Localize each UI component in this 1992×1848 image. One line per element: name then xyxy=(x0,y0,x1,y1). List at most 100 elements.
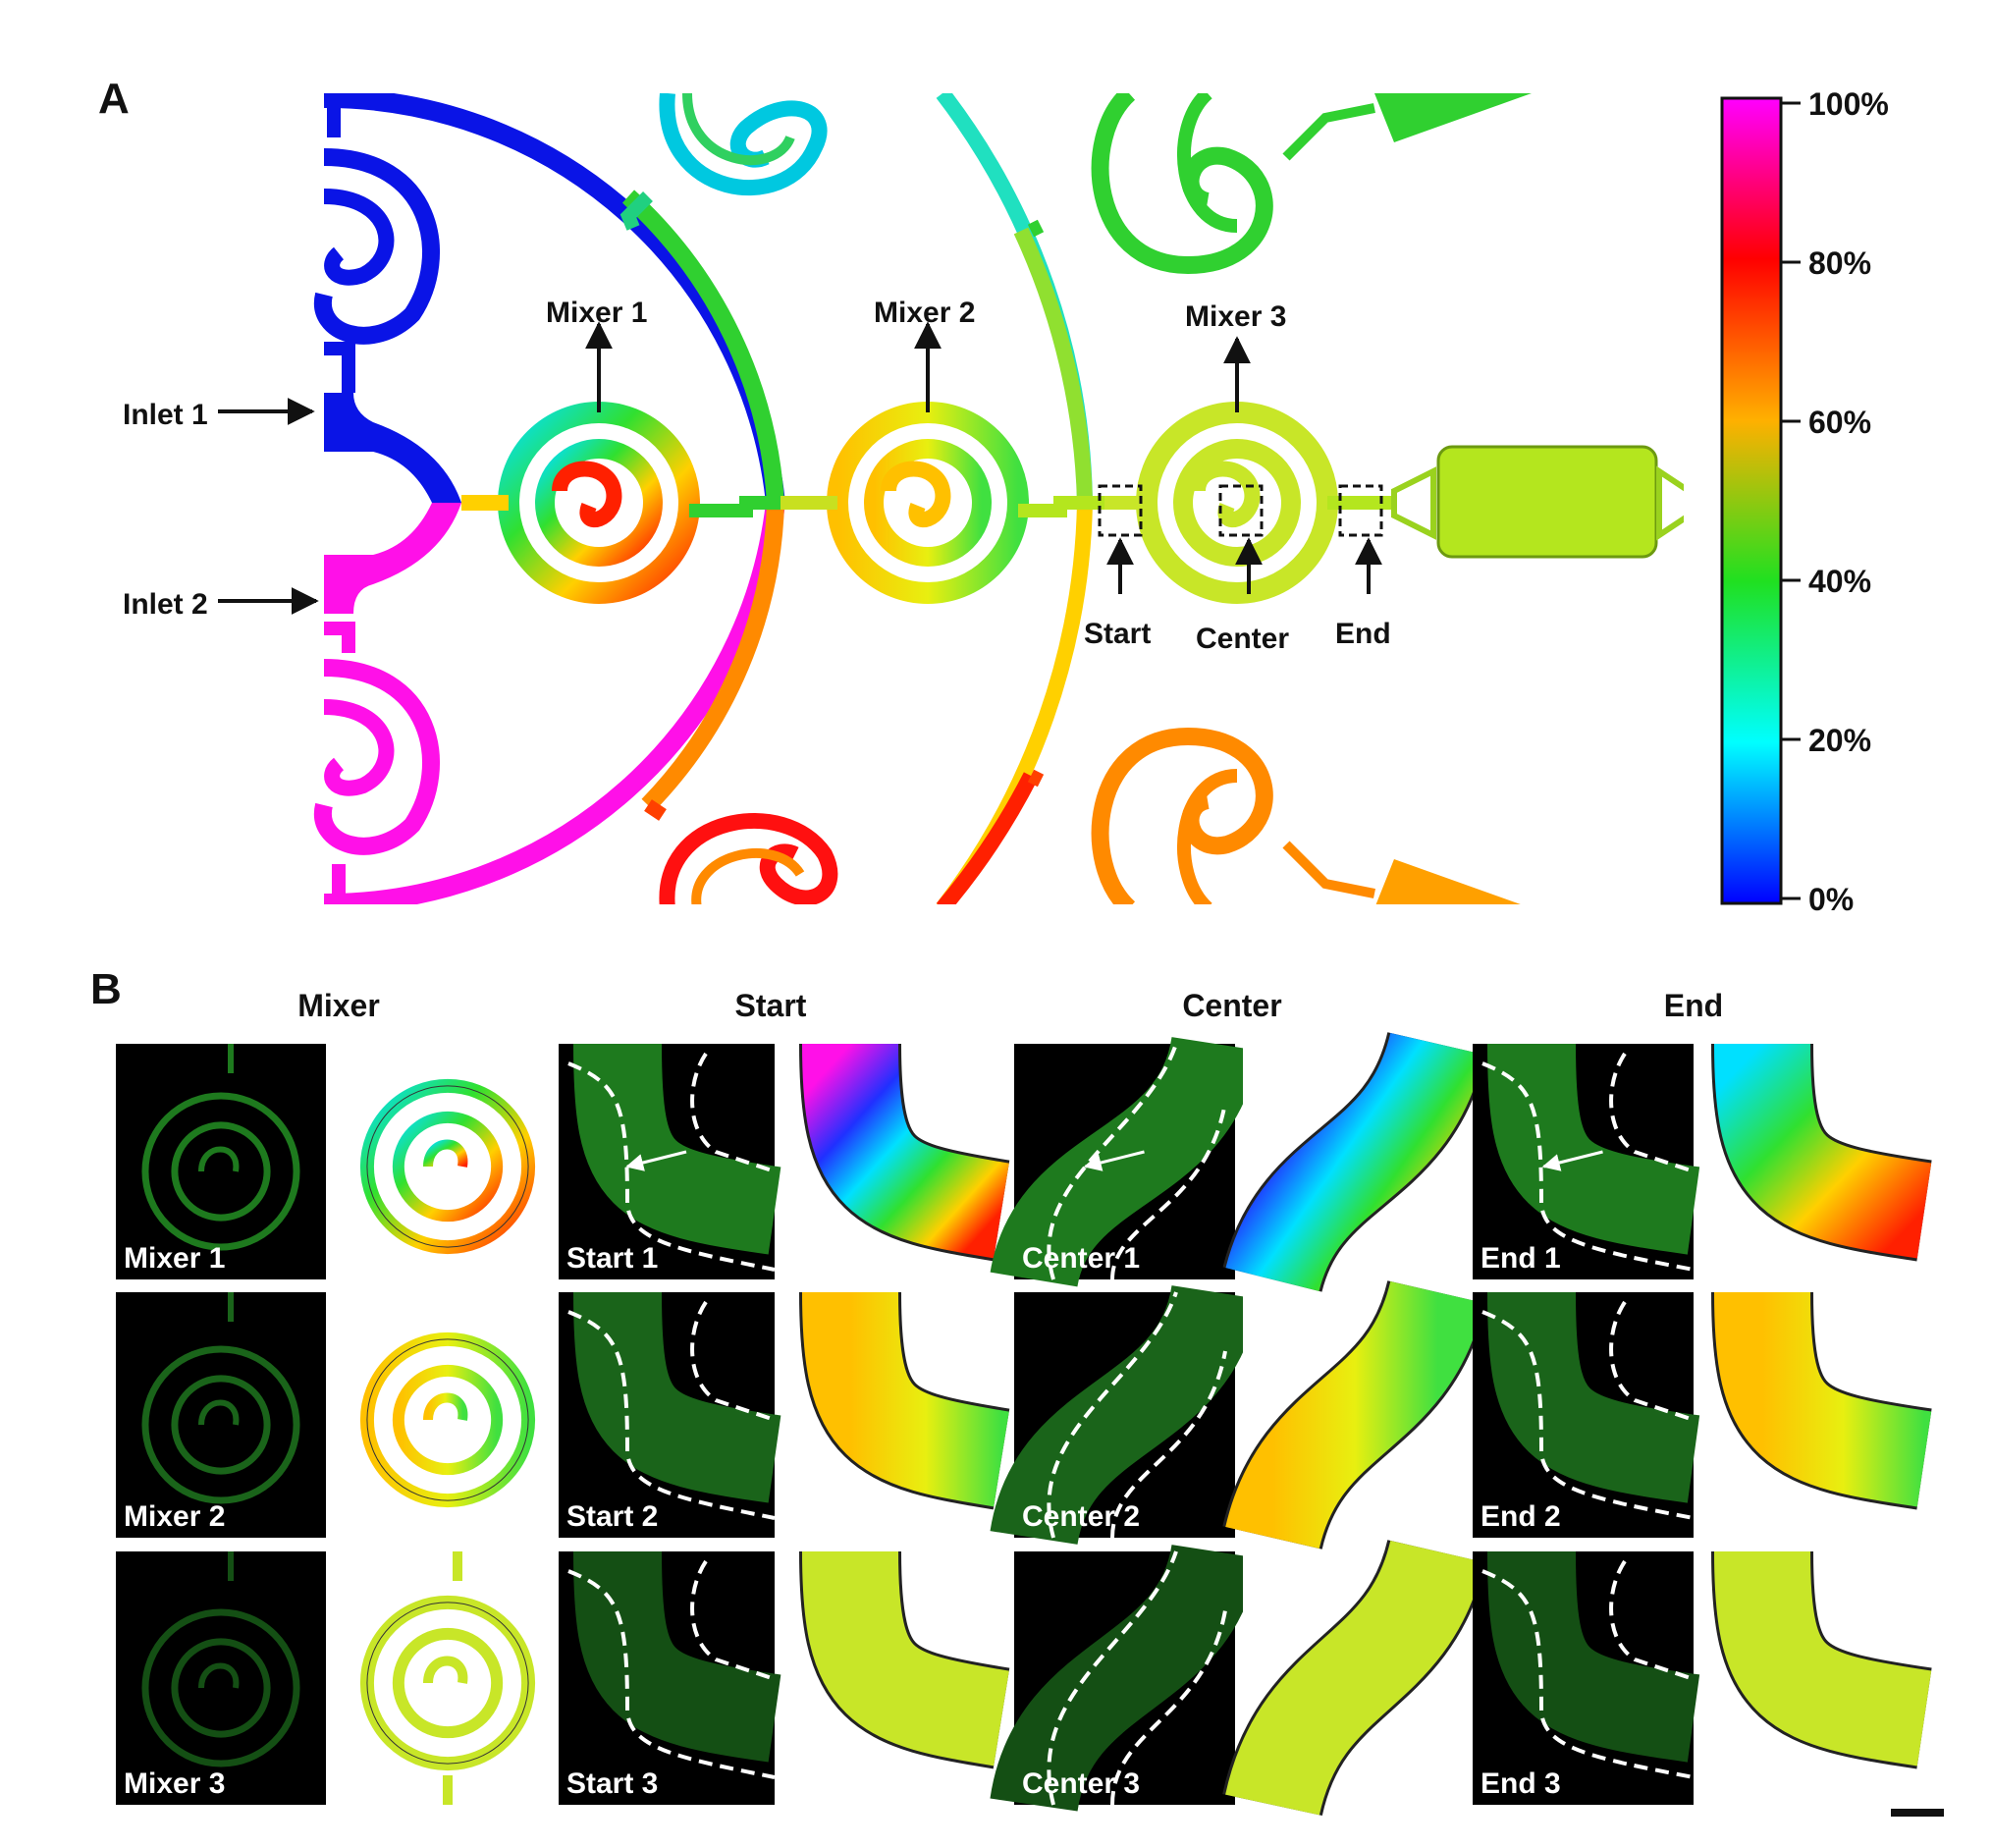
mixer3-label: Mixer 3 xyxy=(1185,300,1286,333)
colorbar-tick-label-3: 40% xyxy=(1808,564,1871,599)
panel-b-grid: Mixer 1 Start 1 Center 1 End 1 Mixer 2 Start … xyxy=(116,1030,1932,1818)
mixer2-spiral xyxy=(781,402,1104,604)
fluorescence-tile: Mixer 1 xyxy=(116,1044,326,1279)
simulation-tile xyxy=(791,1550,1010,1805)
column-header-start: Start xyxy=(735,988,807,1023)
top-right-outlet xyxy=(1374,93,1532,142)
second-arc-bottom-red xyxy=(936,772,1039,904)
fluorescence-tile: Center 3 xyxy=(990,1543,1260,1814)
column-header-mixer: Mixer xyxy=(297,988,380,1023)
blue-spiral-top-inner xyxy=(323,189,395,286)
mixer1-spiral xyxy=(461,402,781,604)
outer-arc-top-green xyxy=(621,190,784,504)
column-header-center: Center xyxy=(1182,988,1281,1023)
start-dashed-box xyxy=(1098,484,1143,537)
end-dashed-box xyxy=(1338,484,1383,537)
inlet2-channel xyxy=(324,503,461,614)
simulation-tile xyxy=(336,1551,560,1805)
simulation-tile xyxy=(1703,1550,1932,1805)
panel-b: B Mixer Start Center End Mixer 1 Start 1 Cent… xyxy=(90,965,1944,1818)
second-arc-top xyxy=(1013,227,1093,504)
magenta-spiral-bottom xyxy=(313,659,440,855)
center-dashed-box xyxy=(1218,484,1264,537)
fluorescence-tile: Start 3 xyxy=(559,1550,781,1805)
top-spiral-cyan-inner xyxy=(682,93,795,166)
simulation-tile xyxy=(336,1044,560,1279)
inlet1-label: Inlet 1 xyxy=(123,399,208,431)
colorbar-tick-label-0: 100% xyxy=(1808,86,1889,122)
blue-spiral-top xyxy=(313,148,440,345)
colorbar-tick-label-5: 0% xyxy=(1808,882,1854,917)
simulation-tile xyxy=(336,1292,560,1538)
inset-label: Mixer 1 xyxy=(124,1242,225,1275)
fluorescence-tile: Center 2 xyxy=(990,1283,1260,1547)
inset-label: End 1 xyxy=(1481,1242,1561,1275)
simulation-tile xyxy=(1222,1030,1487,1294)
fluorescence-tile: Center 1 xyxy=(990,1035,1260,1289)
inlet1-channel xyxy=(324,393,461,503)
inset-label: Center 2 xyxy=(1022,1500,1140,1533)
fluorescence-tile: Mixer 3 xyxy=(116,1551,326,1805)
inset-label: Mixer 2 xyxy=(124,1500,225,1533)
simulation-tile xyxy=(1703,1043,1932,1279)
inset-label: Center 3 xyxy=(1022,1767,1140,1800)
bottom-right-connector xyxy=(1027,769,1045,788)
panel-a-letter: A xyxy=(98,75,130,123)
panel-b-column-headers: Mixer Start Center End xyxy=(297,988,1723,1023)
start-label: Start xyxy=(1084,618,1151,650)
bottom-spiral-red-inner xyxy=(691,847,805,904)
inset-label: Mixer 3 xyxy=(124,1767,225,1800)
column-header-end: End xyxy=(1664,988,1723,1023)
colorbar-tick-label-2: 60% xyxy=(1808,405,1871,440)
bottom-right-channel xyxy=(1282,841,1375,898)
outer-arc-bottom-orange xyxy=(641,502,784,812)
top-spiral-connector xyxy=(619,191,653,231)
bottom-right-spiral xyxy=(1091,727,1273,904)
top-spiral-cyan xyxy=(659,93,828,196)
panel-a: A xyxy=(98,75,1889,917)
top-right-spiral xyxy=(1091,93,1273,275)
chip-simulation xyxy=(313,93,1684,904)
simulation-tile xyxy=(1222,1278,1487,1551)
simulation-tile xyxy=(791,1291,1010,1538)
colorbar-ticks: 100% 80% 60% 40% 20% 0% xyxy=(1781,86,1889,917)
fluorescence-tile: End 3 xyxy=(1473,1550,1700,1805)
outlet-chamber xyxy=(1391,445,1684,559)
top-right-spiral-inner xyxy=(1177,93,1238,233)
mixer2-label: Mixer 2 xyxy=(874,297,975,329)
fluorescence-tile: Mixer 2 xyxy=(116,1292,326,1538)
inlet1-branch xyxy=(324,342,355,393)
bottom-spiral-connector xyxy=(644,799,667,821)
fluorescence-tile: End 2 xyxy=(1473,1291,1700,1538)
top-right-channel xyxy=(1282,103,1375,161)
inlet2-branch xyxy=(324,622,355,653)
inset-label: End 2 xyxy=(1481,1500,1561,1533)
inset-label: Center 1 xyxy=(1022,1242,1140,1275)
bottom-right-outlet xyxy=(1375,859,1521,904)
inset-label: Start 2 xyxy=(566,1500,658,1533)
bottom-right-spiral-inner xyxy=(1177,769,1238,904)
bottom-spiral-red xyxy=(659,813,838,904)
simulation-tile xyxy=(1703,1291,1932,1538)
fluorescence-tile: Start 2 xyxy=(559,1291,781,1538)
colorbar-gradient xyxy=(1720,96,1783,905)
inlet2-label: Inlet 2 xyxy=(123,588,208,621)
fluorescence-tile: Start 1 xyxy=(559,1043,781,1279)
simulation-tile xyxy=(1222,1538,1487,1818)
second-arc-bottom xyxy=(936,502,1093,904)
colorbar-tick-label-1: 80% xyxy=(1808,245,1871,281)
inset-label: Start 1 xyxy=(566,1242,658,1275)
top-right-connector xyxy=(1027,219,1045,238)
colorbar-tick-label-4: 20% xyxy=(1808,723,1871,758)
mixer1-label: Mixer 1 xyxy=(546,297,647,329)
end-label: End xyxy=(1335,618,1391,650)
inset-label: Start 3 xyxy=(566,1767,658,1800)
panel-b-letter: B xyxy=(90,965,122,1013)
inset-label: End 3 xyxy=(1481,1767,1561,1800)
simulation-tile xyxy=(791,1043,1010,1279)
fluorescence-tile: End 1 xyxy=(1473,1043,1700,1279)
colorbar: 100% 80% 60% 40% 20% 0% xyxy=(1720,86,1889,917)
magenta-spiral-bottom-inner xyxy=(323,699,395,796)
center-label: Center xyxy=(1196,623,1289,655)
